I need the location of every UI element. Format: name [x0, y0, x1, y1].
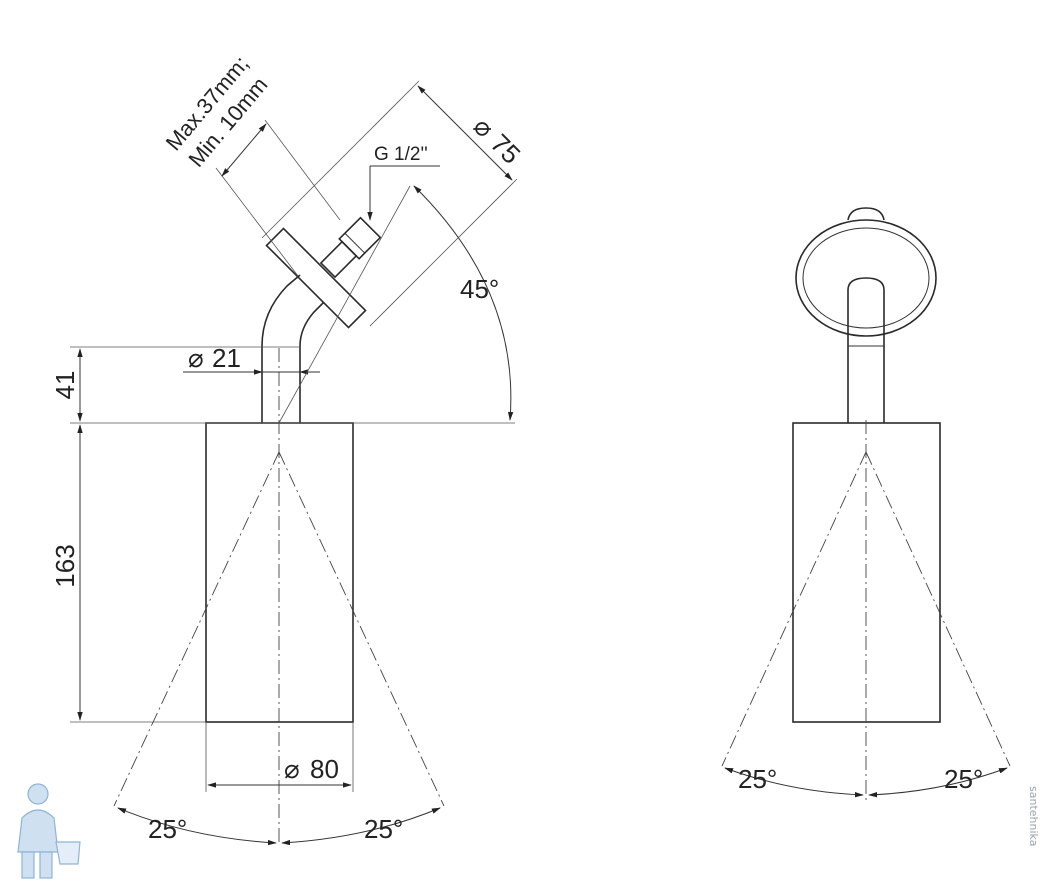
dim-arm-diameter: 21 [212, 343, 241, 373]
side-spray-left-label: 25° [148, 814, 187, 844]
plumber-logo-icon [17, 783, 81, 879]
side-spray-left [113, 451, 280, 807]
dim-height-body: 163 [50, 544, 80, 587]
side-thread-connector [319, 216, 382, 279]
watermark-text: santehnika [1027, 786, 1040, 846]
front-head-body [792, 422, 941, 723]
side-view [70, 80, 518, 846]
front-view [721, 207, 1011, 800]
dim-thread: G 1/2'' [374, 144, 428, 165]
side-spray-right-label: 25° [364, 814, 403, 844]
side-head-body [205, 422, 354, 723]
diameter-symbol: ⌀ [188, 343, 204, 373]
front-spray-right-label: 25° [944, 764, 983, 794]
dim-height-upper: 41 [50, 371, 80, 400]
dim-flange-diameter: 75 [485, 128, 527, 170]
front-arm [847, 277, 885, 423]
side-spray-right [278, 451, 445, 807]
dim-angle-tilt: 45° [460, 274, 499, 304]
diameter-symbol: ⌀ [284, 754, 300, 784]
front-wall-flange [795, 219, 937, 337]
front-spray-left [721, 451, 867, 767]
side-arm [261, 274, 325, 423]
dim-body-diameter: 80 [310, 754, 339, 784]
side-wall-flange [265, 227, 367, 329]
front-spray-right [865, 451, 1011, 767]
front-spray-left-label: 25° [738, 764, 777, 794]
